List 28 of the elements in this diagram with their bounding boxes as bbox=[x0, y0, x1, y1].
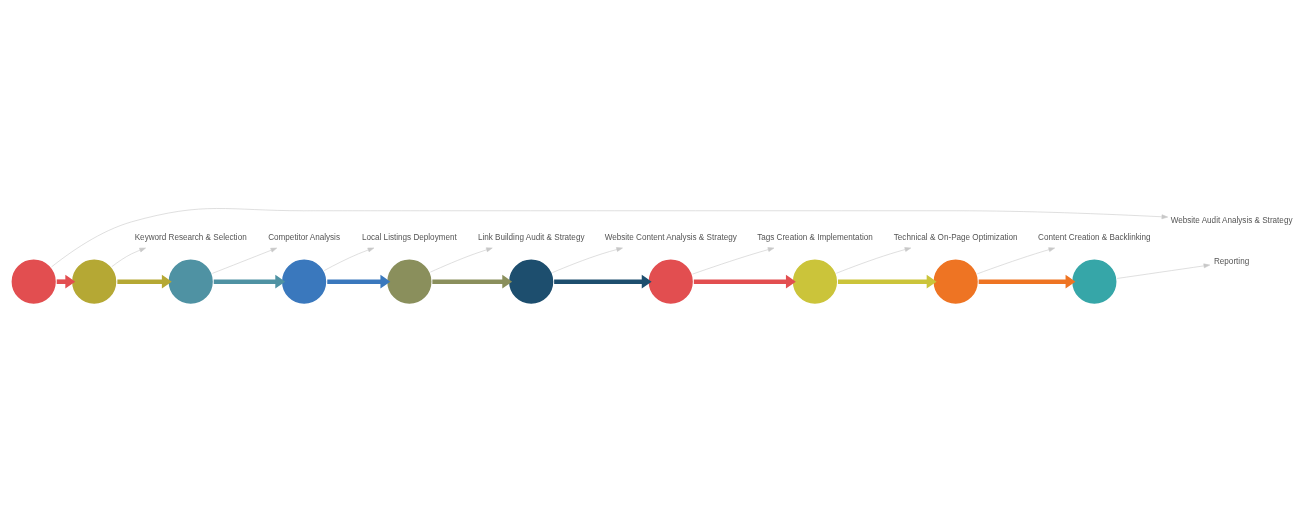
arrow bbox=[977, 246, 1055, 274]
node-circle bbox=[791, 257, 839, 306]
arrow bbox=[430, 247, 493, 272]
node-circle bbox=[166, 257, 215, 306]
node-circle bbox=[507, 257, 555, 306]
node-circle bbox=[1070, 257, 1119, 306]
arrow bbox=[213, 274, 286, 289]
arrow bbox=[212, 247, 278, 274]
node-circle bbox=[9, 257, 58, 306]
node-circle bbox=[931, 257, 980, 306]
node-circle bbox=[646, 257, 695, 306]
node-circle bbox=[70, 257, 119, 306]
arrow bbox=[432, 274, 513, 289]
arrow bbox=[554, 274, 652, 289]
arrow bbox=[693, 274, 796, 289]
arrow bbox=[111, 247, 146, 267]
arrow bbox=[978, 274, 1076, 289]
arrow bbox=[327, 274, 391, 289]
arrow bbox=[552, 246, 623, 273]
arrow bbox=[51, 207, 1168, 267]
node-circle bbox=[385, 257, 434, 306]
arrow bbox=[1116, 263, 1211, 279]
node-circle bbox=[280, 257, 328, 306]
arrow bbox=[836, 246, 912, 274]
arrow bbox=[117, 274, 172, 289]
arrow bbox=[692, 246, 775, 274]
arrow bbox=[323, 247, 375, 271]
arrow bbox=[837, 274, 937, 289]
